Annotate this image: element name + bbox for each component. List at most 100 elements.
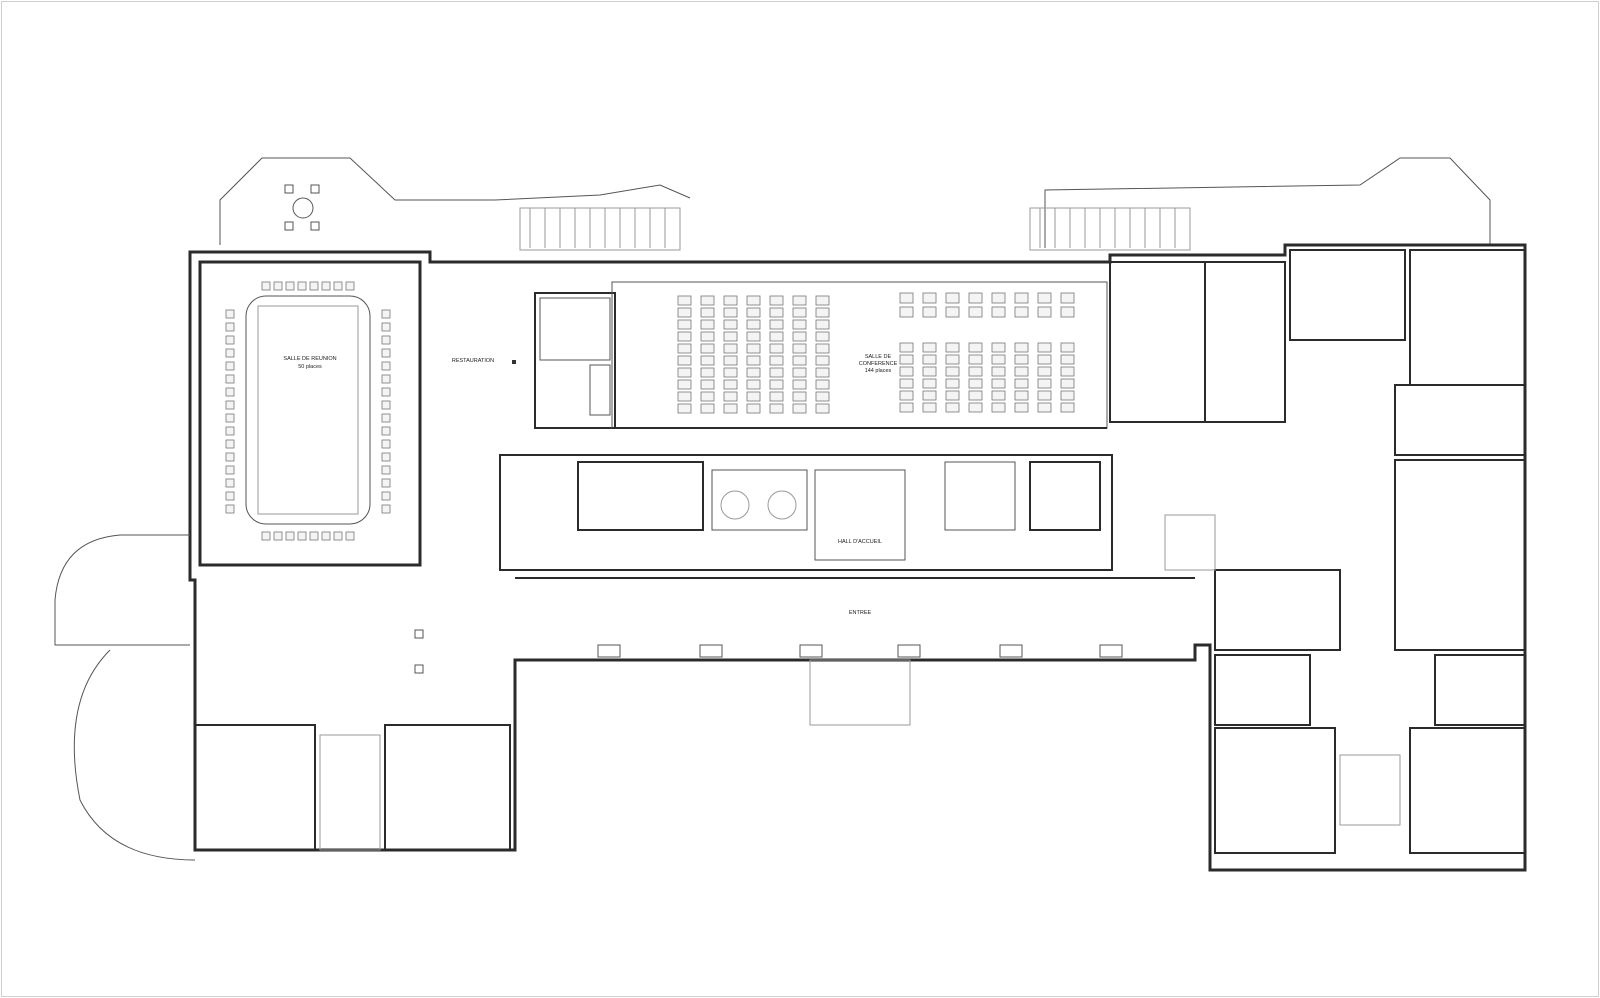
conference-seat	[792, 295, 807, 306]
conference-seat	[792, 379, 807, 390]
conference-seat	[677, 307, 692, 318]
conference-seat	[1014, 366, 1029, 377]
conference-seat	[746, 367, 761, 378]
conference-seat	[723, 295, 738, 306]
conference-seat	[769, 319, 784, 330]
conference-seat	[968, 390, 983, 401]
meeting-chair	[225, 335, 235, 345]
conference-seat	[968, 292, 983, 304]
conference-seat	[991, 354, 1006, 365]
conference-seat	[677, 391, 692, 402]
conference-seat	[991, 402, 1006, 413]
meeting-chair	[381, 504, 391, 514]
conference-seat	[723, 307, 738, 318]
conference-seat	[1014, 306, 1029, 318]
conference-seat	[899, 366, 914, 377]
conference-seat	[1060, 402, 1075, 413]
conference-seat	[1037, 306, 1052, 318]
meeting-chair	[225, 400, 235, 410]
conference-room	[611, 281, 1108, 429]
meeting-chair	[225, 439, 235, 449]
east-wing	[1109, 249, 1526, 854]
conference-seat	[1037, 378, 1052, 389]
meeting-chair	[225, 387, 235, 397]
conference-seat	[922, 342, 937, 353]
conference-seat	[677, 343, 692, 354]
conference-seat	[945, 342, 960, 353]
meeting-chair	[225, 465, 235, 475]
meeting-chair	[381, 439, 391, 449]
entrance-gallery	[515, 577, 1195, 726]
conference-seat	[769, 295, 784, 306]
conference-seat	[700, 391, 715, 402]
conference-seat	[968, 366, 983, 377]
conference-seat	[922, 390, 937, 401]
conference-seat	[1060, 306, 1075, 318]
conference-seat	[1060, 378, 1075, 389]
meeting-chair	[285, 281, 295, 291]
conference-seat	[1037, 292, 1052, 304]
conference-seat	[700, 343, 715, 354]
conference-seat	[899, 378, 914, 389]
conference-seat	[815, 319, 830, 330]
conference-seat	[700, 295, 715, 306]
conference-seat	[922, 292, 937, 304]
conference-seat	[991, 306, 1006, 318]
meeting-chair	[381, 491, 391, 501]
conference-seat	[815, 403, 830, 414]
meeting-chair	[261, 281, 271, 291]
conference-seat	[1060, 292, 1075, 304]
meeting-chair	[225, 413, 235, 423]
conference-seat	[677, 295, 692, 306]
conference-seat	[968, 342, 983, 353]
north-terraces	[219, 157, 1491, 251]
conference-seat	[1060, 390, 1075, 401]
conference-seat	[677, 319, 692, 330]
conference-seat	[792, 355, 807, 366]
conference-seat	[1060, 342, 1075, 353]
meeting-chair	[225, 491, 235, 501]
conference-seat	[1014, 390, 1029, 401]
conference-seat	[899, 390, 914, 401]
conference-seat	[746, 319, 761, 330]
conference-seat	[746, 355, 761, 366]
conference-room-capacity: 144 places	[865, 368, 892, 374]
conference-seat	[922, 402, 937, 413]
meeting-chair	[225, 348, 235, 358]
conference-seat	[899, 292, 914, 304]
conference-seat	[723, 391, 738, 402]
conference-seat	[1060, 366, 1075, 377]
conference-seat	[723, 403, 738, 414]
conference-seat	[792, 331, 807, 342]
conference-seat	[815, 295, 830, 306]
conference-seat	[991, 390, 1006, 401]
conference-seat	[1060, 354, 1075, 365]
conference-seat	[945, 366, 960, 377]
conference-seat	[1014, 292, 1029, 304]
meeting-chair	[381, 465, 391, 475]
conference-seat	[677, 403, 692, 414]
meeting-chair	[225, 361, 235, 371]
conference-seat	[1014, 378, 1029, 389]
conference-seat	[922, 378, 937, 389]
conference-seat	[922, 366, 937, 377]
meeting-chair	[261, 531, 271, 541]
conference-seat	[1014, 402, 1029, 413]
meeting-chair	[321, 531, 331, 541]
meeting-chair	[285, 531, 295, 541]
service-block	[534, 292, 616, 429]
meeting-chair	[309, 281, 319, 291]
meeting-room-name: SALLE DE REUNION	[283, 356, 336, 362]
conference-seat	[945, 292, 960, 304]
conference-seat	[1037, 390, 1052, 401]
meeting-chair	[333, 531, 343, 541]
conference-seat	[1037, 402, 1052, 413]
conference-seat	[815, 331, 830, 342]
conference-seat	[700, 379, 715, 390]
conference-seat	[792, 403, 807, 414]
meeting-chair	[345, 531, 355, 541]
conference-seat	[968, 378, 983, 389]
conference-seat	[746, 391, 761, 402]
conference-seat	[922, 354, 937, 365]
conference-seat	[769, 355, 784, 366]
